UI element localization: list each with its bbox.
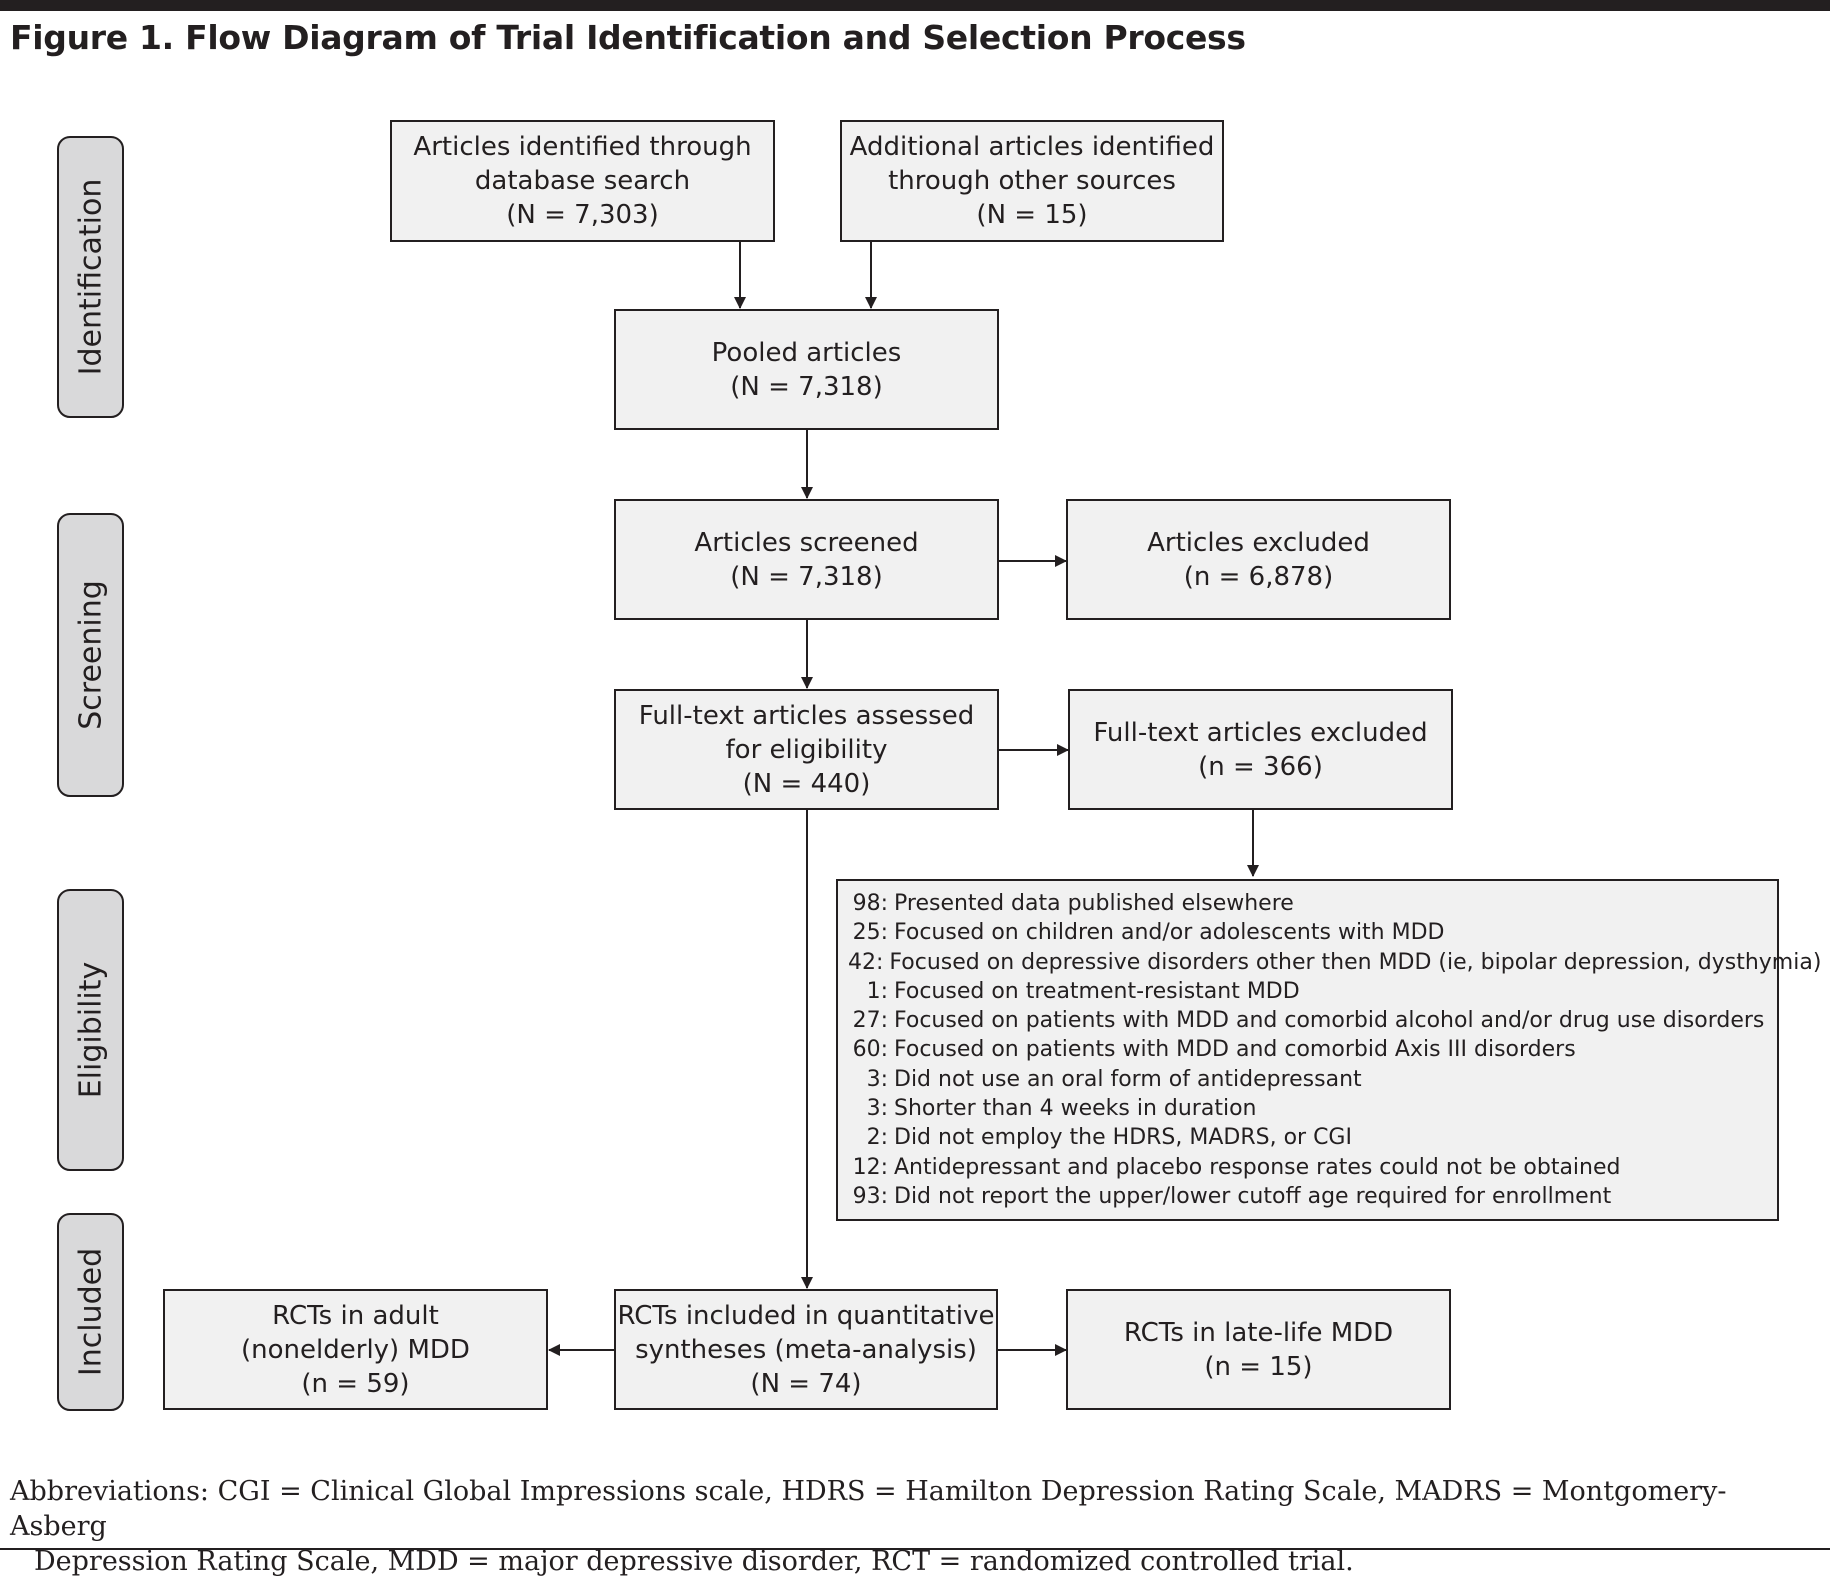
exclusion-reason-text: Presented data published elsewhere <box>894 891 1294 916</box>
box-fulltext-assessed-line2: for eligibility <box>725 734 888 765</box>
box-articles-excluded: Articles excluded (n = 6,878) <box>1066 499 1451 620</box>
box-fulltext-excluded-line1: Full-text articles excluded <box>1093 717 1428 748</box>
stage-identification: Identification <box>57 136 124 418</box>
exclusion-reason-count: 3: <box>866 1096 888 1122</box>
exclusion-reason-count: 25: <box>852 920 888 946</box>
exclusion-reason-item: 27:Focused on patients with MDD and como… <box>848 1006 1777 1035</box>
box-other-sources: Additional articles identified through o… <box>840 120 1224 242</box>
abbreviations-footnote: Abbreviations: CGI = Clinical Global Imp… <box>10 1474 1820 1579</box>
exclusion-reason-text: Focused on children and/or adolescents w… <box>894 920 1445 946</box>
box-fulltext-assessed-count: (N = 440) <box>742 768 871 799</box>
exclusion-reason-item: 98:Presented data published elsewhere <box>848 889 1777 918</box>
exclusion-reason-item: 42:Focused on depressive disorders other… <box>848 948 1821 977</box>
top-rule <box>0 0 1830 11</box>
exclusion-reason-item: 25:Focused on children and/or adolescent… <box>848 918 1777 947</box>
exclusion-reason-item: 3:Shorter than 4 weeks in duration <box>848 1094 1777 1123</box>
exclusion-reason-count: 60: <box>852 1037 888 1063</box>
exclusion-reason-text: Did not report the upper/lower cutoff ag… <box>894 1183 1612 1209</box>
box-database-search-count: (N = 7,303) <box>506 200 659 230</box>
exclusion-reason-item: 93:Did not report the upper/lower cutoff… <box>848 1182 1777 1211</box>
box-excluded-line1: Articles excluded <box>1147 527 1370 558</box>
box-fulltext-excluded: Full-text articles excluded (n = 366) <box>1068 689 1453 810</box>
box-rcts-included: RCTs included in quantitative syntheses … <box>614 1289 998 1410</box>
box-included-line2: syntheses (meta-analysis) <box>635 1334 977 1365</box>
box-other-sources-line2: through other sources <box>888 166 1176 196</box>
exclusion-reason-count: 27: <box>852 1008 888 1034</box>
box-late-life-count: (n = 15) <box>1204 1351 1313 1382</box>
figure-title: Figure 1. Flow Diagram of Trial Identifi… <box>10 18 1246 57</box>
box-pooled-count: (N = 7,318) <box>730 371 883 402</box>
box-database-search: Articles identified through database sea… <box>390 120 775 242</box>
stage-eligibility-label: Eligibility <box>73 961 108 1099</box>
exclusion-reason-item: 12:Antidepressant and placebo response r… <box>848 1153 1777 1182</box>
exclusion-reason-count: 2: <box>866 1125 888 1151</box>
exclusion-reason-text: Did not employ the HDRS, MADRS, or CGI <box>894 1125 1352 1151</box>
exclusion-reason-text: Shorter than 4 weeks in duration <box>894 1096 1257 1122</box>
box-pooled-line1: Pooled articles <box>711 337 902 368</box>
footnote-line1: Abbreviations: CGI = Clinical Global Imp… <box>10 1476 1727 1542</box>
stage-screening-label: Screening <box>73 580 108 730</box>
box-adult-mdd: RCTs in adult (nonelderly) MDD (n = 59) <box>163 1289 548 1410</box>
exclusion-reason-count: 12: <box>852 1154 888 1180</box>
exclusion-reason-item: 2:Did not employ the HDRS, MADRS, or CGI <box>848 1123 1777 1152</box>
box-database-search-line2: database search <box>474 166 691 196</box>
box-database-search-line1: Articles identified through <box>413 132 752 162</box>
exclusion-reasons-list: 98:Presented data published elsewhere 25… <box>836 879 1821 1221</box>
box-other-sources-line1: Additional articles identified <box>849 132 1215 162</box>
box-adult-mdd-line2: (nonelderly) MDD <box>241 1334 470 1365</box>
exclusion-reason-item: 1:Focused on treatment-resistant MDD <box>848 977 1777 1006</box>
exclusion-reason-count: 3: <box>866 1066 888 1092</box>
exclusion-reason-count: 93: <box>852 1183 888 1209</box>
exclusion-reason-count: 98: <box>852 891 888 916</box>
box-late-life-line1: RCTs in late-life MDD <box>1123 1317 1394 1348</box>
stage-screening: Screening <box>57 513 124 797</box>
box-fulltext-assessed: Full-text articles assessed for eligibil… <box>614 689 999 810</box>
exclusion-reason-item: 60:Focused on patients with MDD and como… <box>848 1035 1777 1064</box>
box-pooled-articles: Pooled articles (N = 7,318) <box>614 309 999 430</box>
box-fulltext-assessed-line1: Full-text articles assessed <box>638 700 975 731</box>
box-included-count: (N = 74) <box>750 1368 862 1399</box>
box-articles-screened: Articles screened (N = 7,318) <box>614 499 999 620</box>
box-excluded-count: (n = 6,878) <box>1183 561 1334 592</box>
stage-included: Included <box>57 1213 124 1411</box>
exclusion-reason-count: 1: <box>866 978 888 1004</box>
exclusion-reason-text: Focused on patients with MDD and comorbi… <box>894 1037 1576 1063</box>
box-fulltext-excluded-count: (n = 366) <box>1198 751 1323 782</box>
bottom-rule <box>0 1548 1830 1550</box>
stage-identification-label: Identification <box>73 178 108 376</box>
box-screened-count: (N = 7,318) <box>730 561 883 592</box>
stage-included-label: Included <box>73 1247 108 1377</box>
box-screened-line1: Articles screened <box>694 527 919 558</box>
exclusion-reason-text: Focused on patients with MDD and comorbi… <box>894 1008 1765 1034</box>
box-other-sources-count: (N = 15) <box>976 200 1088 230</box>
exclusion-reason-text: Did not use an oral form of antidepressa… <box>894 1066 1362 1092</box>
box-late-life-mdd: RCTs in late-life MDD (n = 15) <box>1066 1289 1451 1410</box>
stage-eligibility: Eligibility <box>57 889 124 1171</box>
exclusion-reason-text: Focused on depressive disorders other th… <box>889 949 1822 975</box>
exclusion-reason-count: 42: <box>848 949 884 975</box>
box-adult-mdd-count: (n = 59) <box>301 1368 410 1399</box>
box-adult-mdd-line1: RCTs in adult <box>272 1300 439 1331</box>
exclusion-reason-text: Antidepressant and placebo response rate… <box>894 1154 1621 1180</box>
exclusion-reason-item: 3:Did not use an oral form of antidepres… <box>848 1065 1777 1094</box>
box-included-line1: RCTs included in quantitative <box>617 1300 995 1331</box>
exclusion-reason-text: Focused on treatment-resistant MDD <box>894 978 1300 1004</box>
